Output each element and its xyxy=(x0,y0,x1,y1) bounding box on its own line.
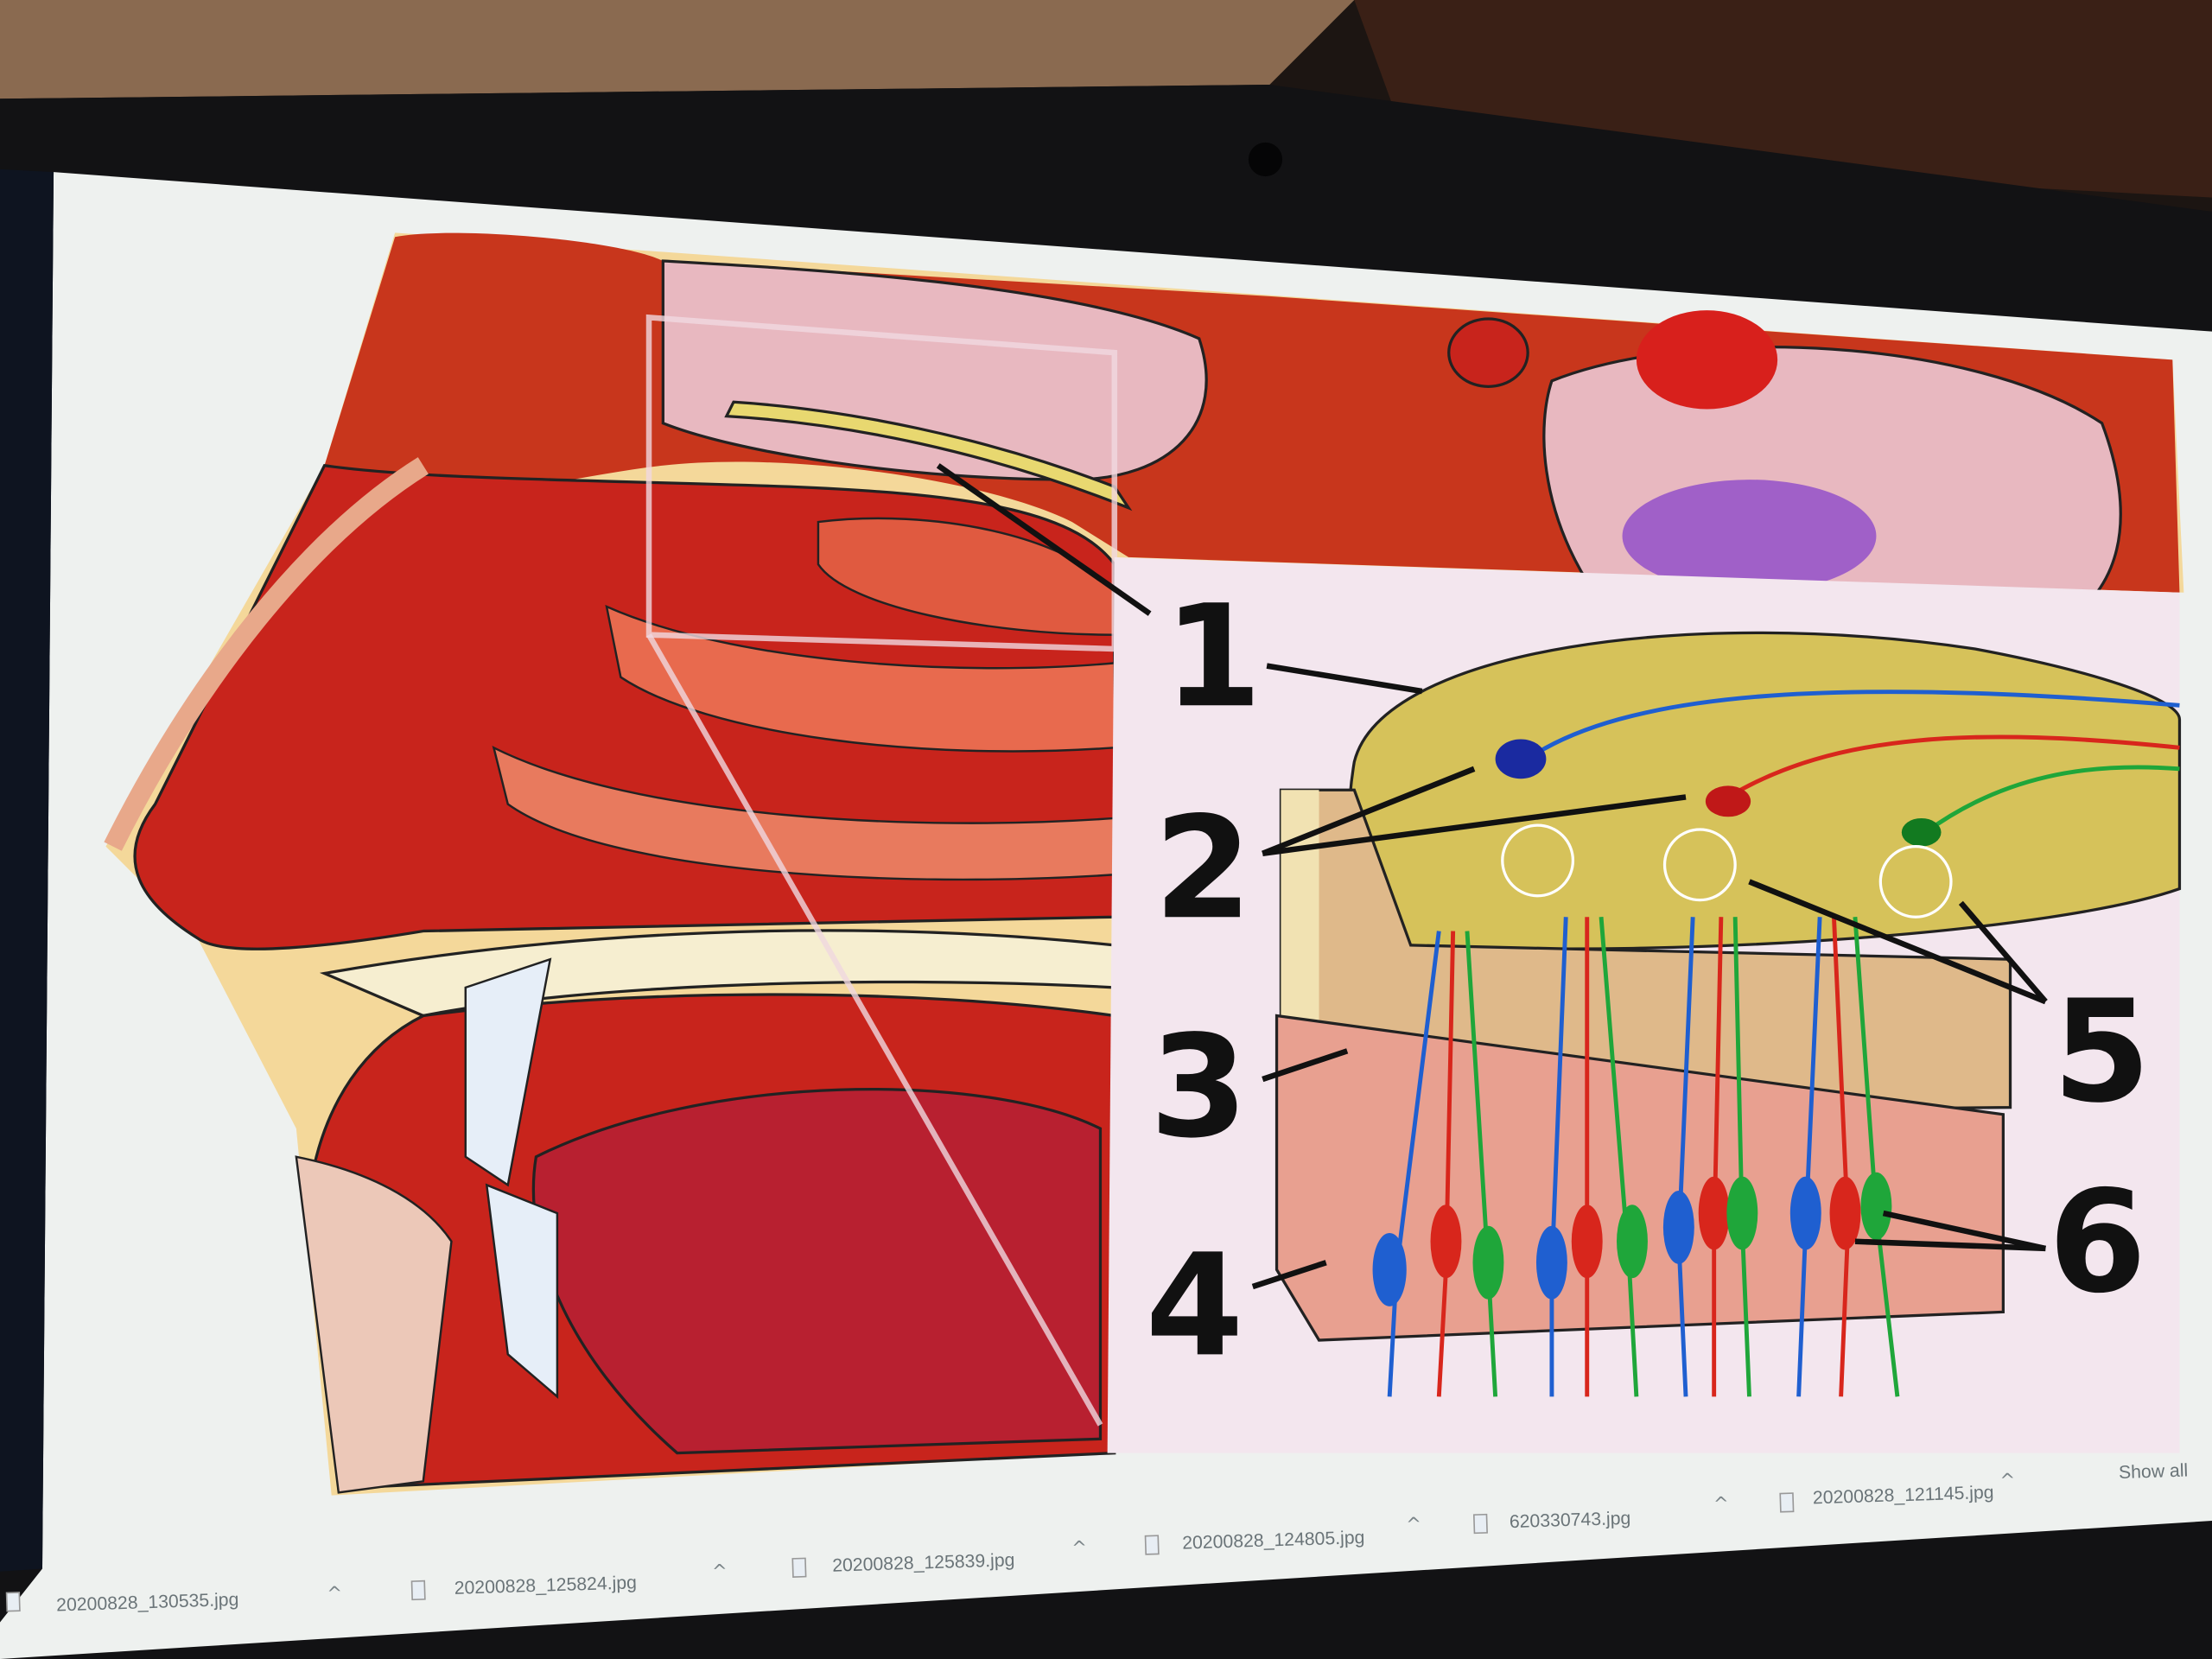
download-options-caret[interactable]: ^ xyxy=(712,1560,728,1583)
download-item[interactable]: 20200828_125824.jpg ^ xyxy=(410,1560,728,1601)
tooth xyxy=(464,957,552,1187)
image-file-icon xyxy=(791,1557,807,1578)
download-bar: 20200828_130535.jpg ^ 20200828_125824.jp… xyxy=(5,1461,2189,1615)
vessel xyxy=(1636,310,1778,410)
download-options-caret[interactable]: ^ xyxy=(1713,1493,1730,1516)
image-file-icon xyxy=(1472,1513,1488,1535)
zoom-line xyxy=(646,633,1103,1427)
screen-left-edge xyxy=(0,168,54,1572)
tooth xyxy=(485,1183,559,1399)
label-1: 1 xyxy=(1164,574,1262,739)
nose-skin xyxy=(104,457,429,851)
download-options-caret[interactable]: ^ xyxy=(1999,1470,2016,1492)
download-options-caret[interactable]: ^ xyxy=(1071,1537,1088,1560)
olfactory-bulb xyxy=(1347,631,2182,950)
image-file-icon xyxy=(1779,1492,1795,1513)
show-all-button[interactable]: Show all xyxy=(2119,1461,2189,1484)
download-item[interactable]: 620330743.jpg ^ xyxy=(1472,1493,1730,1535)
pituitary-region xyxy=(1622,480,1877,593)
image-file-icon xyxy=(1144,1535,1160,1555)
leader-lines xyxy=(936,463,2048,1290)
label-5: 5 xyxy=(2053,969,2152,1134)
vessel xyxy=(1447,317,1529,388)
label-6: 6 xyxy=(2049,1160,2147,1325)
image-file-icon xyxy=(5,1592,21,1612)
label-4: 4 xyxy=(1146,1223,1244,1388)
label-3: 3 xyxy=(1150,1004,1249,1169)
neuron-cell-bodies xyxy=(1372,739,1953,1306)
wall xyxy=(0,0,1355,99)
label-2: 2 xyxy=(1154,785,1253,950)
lip xyxy=(295,1155,453,1494)
image-file-icon xyxy=(410,1580,426,1601)
brain-frontal-lobe xyxy=(661,259,1208,481)
download-filename: 620330743.jpg xyxy=(1510,1509,1631,1532)
download-options-caret[interactable]: ^ xyxy=(327,1583,343,1605)
download-options-caret[interactable]: ^ xyxy=(1406,1514,1422,1536)
webcam xyxy=(1248,142,1283,177)
anatomy-diagram: 1 2 3 4 5 6 xyxy=(104,232,2184,1496)
